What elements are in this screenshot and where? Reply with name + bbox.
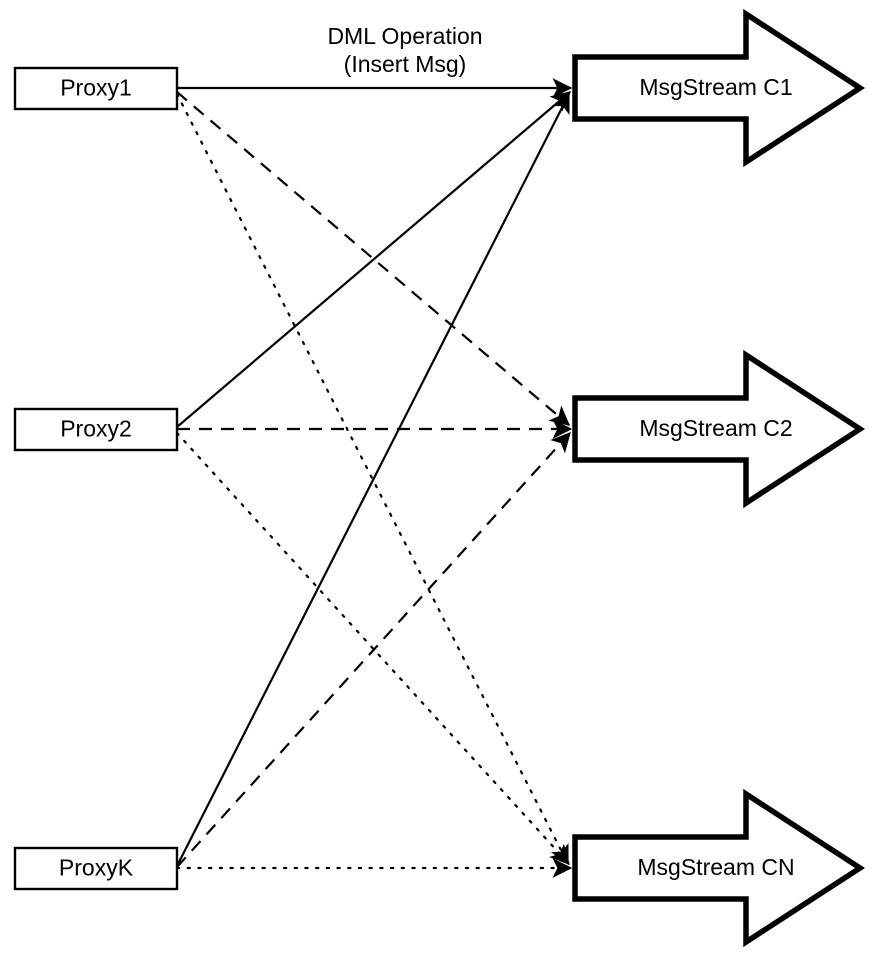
edge-line [175,431,571,866]
msgstream-label-stream-c2: MsgStream C2 [639,415,792,441]
annotation-line2-dml-operation: (Insert Msg) [344,51,467,77]
edge-line [175,92,570,866]
proxy-node-proxy1[interactable]: Proxy1 [13,66,179,111]
msgstream-node-stream-c2[interactable]: MsgStream C2 [572,349,866,509]
proxy-node-proxyk[interactable]: ProxyK [13,846,179,891]
proxy-label-proxyk: ProxyK [59,855,134,881]
msgstream-arrow-shape-stream-cn[interactable] [572,788,866,948]
msgstream-label-stream-c1: MsgStream C1 [639,74,792,100]
proxy-label-proxy1: Proxy1 [60,75,132,101]
annotation-dml-operation: DML Operation(Insert Msg) [327,23,482,77]
proxy-node-proxy2[interactable]: Proxy2 [13,407,179,452]
annotations-layer: DML Operation(Insert Msg) [327,23,482,77]
edge-line [176,92,570,867]
proxy-box-proxy2[interactable] [13,407,179,452]
edge-dotted-proxy2-to-stream-cn [175,431,571,866]
msgstream-label-stream-cn: MsgStream CN [637,854,794,880]
msgstream-node-stream-cn[interactable]: MsgStream CN [572,788,866,948]
edge-dotted-proxy1-to-stream-cn [175,92,570,866]
edges-layer [175,78,573,878]
edge-dashed-proxy1-to-stream-c2 [176,91,571,426]
streams-layer: MsgStream C1 MsgStream C2 MsgStream CN [572,8,866,948]
msgstream-node-stream-c1[interactable]: MsgStream C1 [572,8,866,168]
msgstream-arrow-shape-stream-c2[interactable] [572,349,866,509]
edge-solid-proxyk-to-stream-c1 [176,92,570,867]
edge-dashed-proxyk-to-stream-c2 [176,432,571,868]
edge-line [176,91,571,426]
msgstream-arrow-shape-stream-c1[interactable] [572,8,866,168]
proxy-box-proxyk[interactable] [13,846,179,891]
edge-line [176,91,572,428]
annotation-line1-dml-operation: DML Operation [327,23,482,49]
edge-solid-proxy2-to-stream-c1 [176,91,572,428]
proxy-label-proxy2: Proxy2 [60,416,132,442]
edge-line [176,432,571,868]
proxy-box-proxy1[interactable] [13,66,179,111]
